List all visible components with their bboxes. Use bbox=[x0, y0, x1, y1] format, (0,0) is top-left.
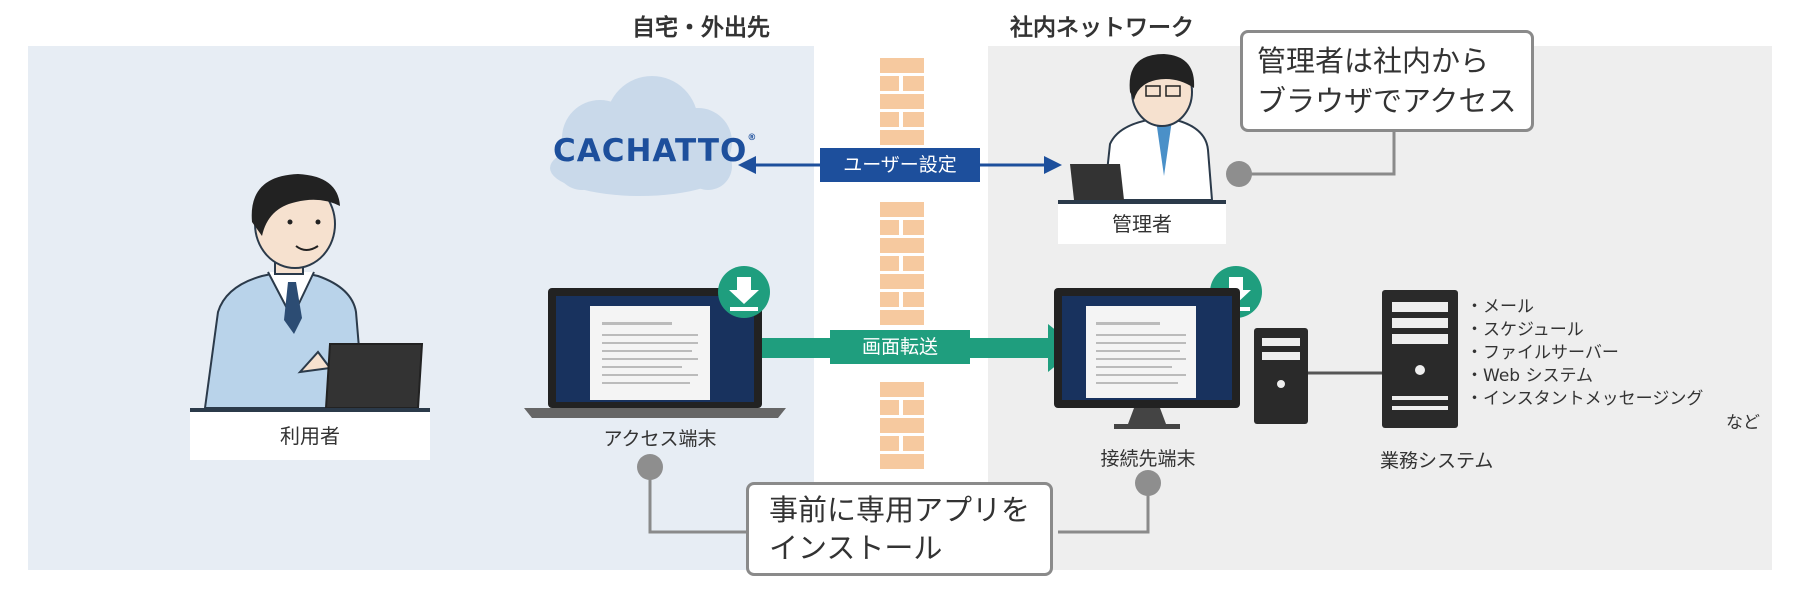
business-system-label: 業務システム bbox=[1380, 450, 1494, 472]
firewall-brick bbox=[880, 292, 899, 307]
admin-dot bbox=[1226, 161, 1252, 187]
user-label: 利用者 bbox=[190, 412, 430, 460]
user-settings-label: ユーザー設定 bbox=[820, 148, 980, 182]
firewall-brick bbox=[903, 76, 924, 91]
home-zone-title: 自宅・外出先 bbox=[632, 15, 770, 41]
firewall-brick bbox=[880, 256, 899, 271]
firewall-brick bbox=[903, 256, 924, 271]
firewall-brick bbox=[880, 76, 899, 91]
firewall-brick bbox=[880, 274, 924, 289]
cachatto-logo: CACHATTO® bbox=[553, 133, 757, 169]
access-terminal-dot bbox=[637, 454, 663, 480]
firewall-brick bbox=[880, 220, 899, 235]
firewall-brick bbox=[880, 202, 924, 217]
office-zone-title: 社内ネットワーク bbox=[1010, 15, 1194, 41]
install-note: 事前に専用アプリを インストール bbox=[746, 482, 1054, 576]
firewall-brick bbox=[880, 112, 899, 127]
destination-terminal-label: 接続先端末 bbox=[1100, 448, 1196, 470]
access-terminal-label: アクセス端末 bbox=[603, 428, 717, 450]
service-item: ・スケジュール bbox=[1466, 320, 1584, 340]
install-note-line2: インストール bbox=[769, 531, 943, 565]
service-item: ・Web システム bbox=[1466, 366, 1593, 386]
firewall-brick bbox=[880, 130, 924, 145]
firewall-brick bbox=[903, 292, 924, 307]
firewall-brick bbox=[880, 436, 899, 451]
screen-transfer-label: 画面転送 bbox=[830, 330, 970, 364]
firewall-brick bbox=[880, 454, 924, 469]
admin-note: 管理者は社内から ブラウザでアクセス bbox=[1240, 30, 1534, 132]
firewall-brick bbox=[880, 418, 924, 433]
service-item: ・インスタントメッセージング bbox=[1466, 389, 1704, 409]
admin-label: 管理者 bbox=[1058, 204, 1226, 244]
logo-mark: ® bbox=[747, 133, 758, 143]
firewall-brick bbox=[903, 400, 924, 415]
firewall-brick bbox=[880, 400, 899, 415]
firewall-brick bbox=[903, 112, 924, 127]
service-item: ・メール bbox=[1466, 297, 1534, 317]
logo-text: CACHATTO bbox=[553, 133, 748, 169]
firewall-brick bbox=[903, 220, 924, 235]
firewall-brick bbox=[880, 382, 924, 397]
firewall-brick bbox=[880, 94, 924, 109]
services-suffix: など bbox=[1726, 413, 1760, 433]
service-list: ・メール ・スケジュール ・ファイルサーバー ・Web システム ・インスタント… bbox=[1466, 296, 1703, 411]
firewall-brick bbox=[880, 58, 924, 73]
firewall-brick bbox=[903, 436, 924, 451]
service-item: ・ファイルサーバー bbox=[1466, 343, 1619, 363]
firewall-brick bbox=[880, 238, 924, 253]
admin-note-line1: 管理者は社内から bbox=[1257, 44, 1490, 78]
admin-note-line2: ブラウザでアクセス bbox=[1257, 84, 1517, 118]
install-note-line1: 事前に専用アプリを bbox=[769, 493, 1031, 527]
firewall-brick bbox=[880, 310, 924, 325]
destination-terminal-dot bbox=[1135, 470, 1161, 496]
